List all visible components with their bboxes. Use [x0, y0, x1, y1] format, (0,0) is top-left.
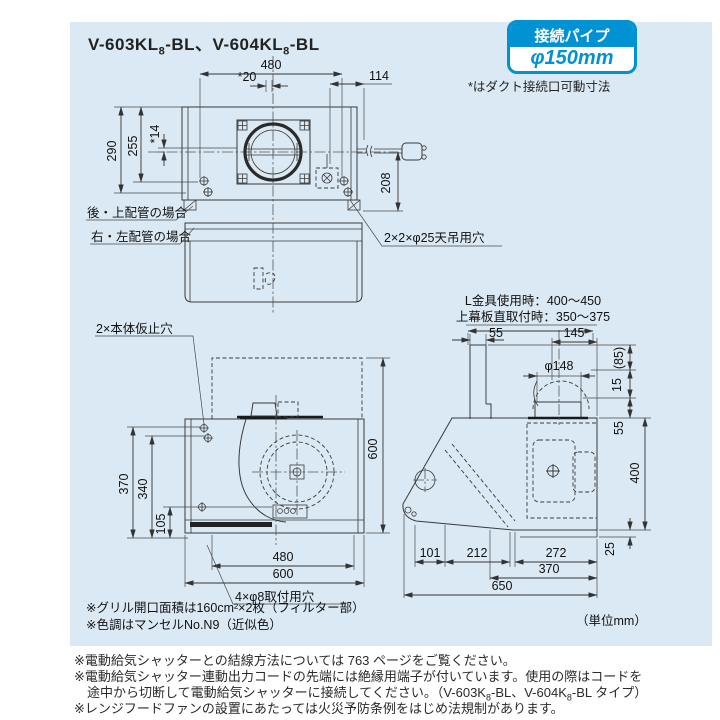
dim-b212: 212	[467, 546, 488, 560]
footnote-3-part: 途中から切断して電動給気シャッターに接続してください。（V-603K	[74, 685, 486, 700]
note-color-tone: ※色調はマンセルNo.N9（近似色）	[86, 617, 282, 632]
dim-cord-length: 114	[369, 69, 389, 83]
dim-height-outer: 290	[105, 141, 119, 162]
label-right-left-pipe: 右・左配管の場合	[91, 229, 192, 244]
dim-duct-right: 145	[564, 326, 585, 340]
dim-b101: 101	[420, 546, 441, 560]
note-l-bracket: L金具使用時：400～450	[465, 293, 601, 308]
top-view-dimensions: 480 *20 114 290 255 *14 208	[105, 58, 403, 212]
dim-b650: 650	[492, 579, 513, 593]
label-mount-holes: 4×φ8取付用穴	[235, 589, 315, 604]
dim-h25: 25	[603, 542, 617, 556]
dim-b272: 272	[546, 546, 567, 560]
dim-front-right-height: 600	[366, 439, 380, 460]
footnote-3: 途中から切断して電動給気シャッターに接続してください。（V-603K8-BL、V…	[74, 682, 647, 703]
front-view-drawing	[184, 357, 365, 545]
top-view-labels: 後・上配管の場合 右・左配管の場合 2×2×φ25天吊用穴	[86, 199, 502, 247]
dim-front-left-mid: 340	[136, 479, 150, 500]
duct-ring	[243, 122, 303, 182]
dim-height-inner: 255	[126, 136, 140, 157]
dim-duct-diameter: φ148	[545, 359, 574, 373]
duct-movable-note: *はダクト接続口可動寸法	[468, 80, 611, 94]
note-grill-area: ※グリル開口面積は160cm²×2枚（フィルター部）	[86, 600, 365, 615]
label-temp-holes: 2×本体仮止穴	[96, 321, 173, 336]
dim-front-bottom-inner: 480	[273, 550, 294, 564]
drawing-panel	[70, 22, 712, 646]
ceiling-hole-marks	[199, 176, 353, 197]
dim-front-left-outer: 370	[117, 474, 131, 495]
dim-b370: 370	[539, 562, 560, 576]
page-title: V-603KL8-BL、V-604KL8-BL	[88, 30, 320, 57]
dim-plate-width: 55	[489, 326, 503, 340]
front-view-dimensions: 370 340 105 480 600 600	[117, 357, 390, 587]
footnote-1: ※電動給気シャッターとの結線方法については 763 ページをご覧ください。	[74, 653, 516, 668]
footnote-3-part: -BL タイプ）	[571, 685, 648, 700]
footnote-3-sub: 8	[566, 692, 572, 703]
dim-h55: 55	[612, 421, 626, 435]
dim-h15: 15	[610, 378, 624, 392]
note-top-board: 上幕板直取付時：350～375	[456, 310, 610, 324]
label-rear-top-pipe: 後・上配管の場合	[87, 205, 188, 220]
model-name-part: -BL、V-604KL	[165, 35, 284, 54]
panel-notes: ※グリル開口面積は160cm²×2枚（フィルター部） ※色調はマンセルNo.N9…	[86, 600, 647, 632]
dim-cord-drop: 208	[379, 173, 393, 194]
dim-duct-offset: *20	[238, 70, 257, 84]
model-name-sub: 8	[158, 45, 166, 58]
note-unit: （単位mm）	[576, 613, 647, 628]
dim-duct-center: *14	[148, 125, 162, 144]
dim-front-bottom-outer: 600	[273, 567, 294, 581]
side-view-dimensions: L金具使用時：400～450 上幕板直取付時：350～375 55 145 φ1…	[403, 293, 651, 598]
front-view-labels: 2×本体仮止穴 4×φ8取付用穴	[95, 321, 345, 605]
top-view-drawing	[148, 56, 427, 314]
model-name-sub: 8	[283, 45, 290, 58]
connection-pipe-badge: 接続パイプ φ150mm	[507, 20, 637, 74]
model-name-part: -BL	[289, 35, 320, 54]
dim-top-width: 480	[261, 58, 282, 72]
shutter-cord-connector	[315, 154, 339, 189]
footnote-2: ※電動給気シャッター連動出力コードの先端には絶縁用端子が付いています。使用の際は…	[74, 669, 643, 684]
model-name-part: V-603KL	[88, 35, 159, 54]
dim-front-left-low: 105	[154, 514, 168, 535]
dim-h400: 400	[628, 463, 642, 484]
footnote-3-sub: 8	[485, 692, 491, 703]
label-ceiling-holes: 2×2×φ25天吊用穴	[384, 230, 485, 245]
dim-h85: (85)	[612, 347, 626, 369]
footnote-4: ※レンジフードファンの設置にあたっては火災予防条例をはじめ法規制があります。	[74, 701, 564, 716]
flange-bolt-holes	[237, 120, 310, 184]
footnote-3-part: -BL、V-604K	[491, 685, 567, 700]
badge-diameter: φ150mm	[530, 47, 614, 69]
power-cord	[357, 142, 427, 161]
badge-title: 接続パイプ	[510, 23, 634, 47]
